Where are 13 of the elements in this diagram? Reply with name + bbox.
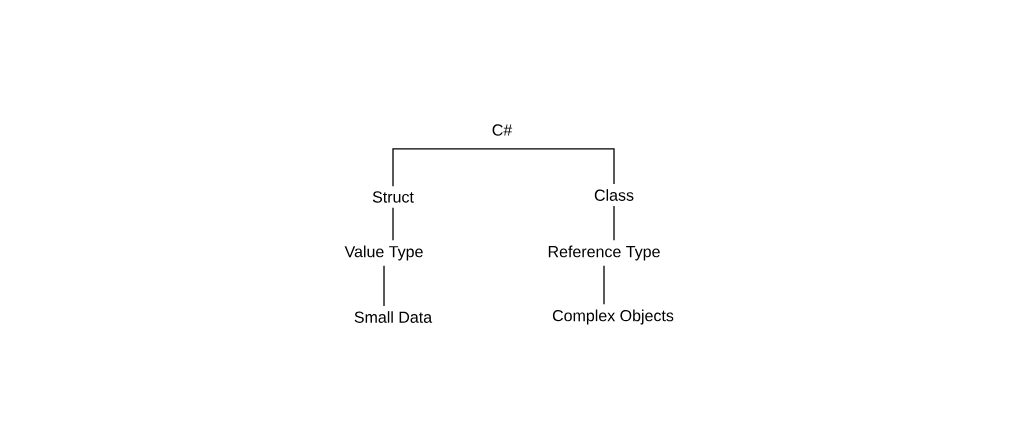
tree-label: Reference Type <box>548 245 660 261</box>
connector-line <box>392 207 394 241</box>
connector-line <box>392 148 503 187</box>
tree-label: Class <box>594 189 634 201</box>
tree-label: C# <box>492 124 513 136</box>
tree-label: Small Data <box>354 311 433 323</box>
connector-line <box>613 205 615 241</box>
connector-line <box>501 148 615 185</box>
connector-line <box>383 265 385 307</box>
tree-label: Value Type <box>344 245 423 261</box>
tree-label: Complex Objects <box>552 309 674 325</box>
tree-label: Struct <box>372 191 414 203</box>
connector-line <box>603 265 605 305</box>
